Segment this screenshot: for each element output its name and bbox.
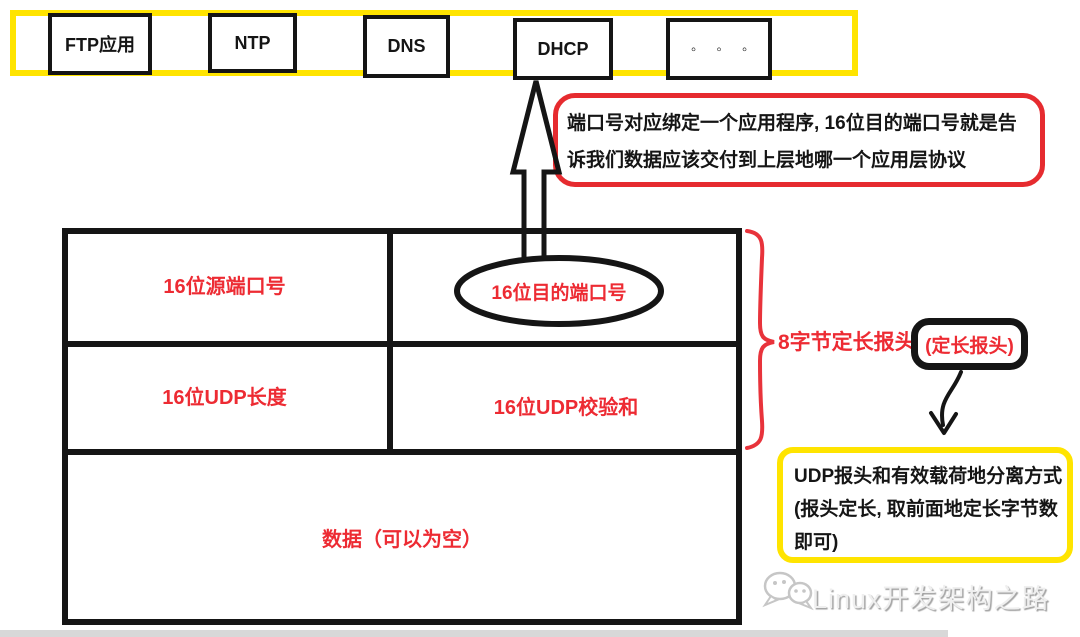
cell-udp-checksum: 16位UDP校验和 — [493, 396, 639, 419]
port-binding-note-line1: 端口号对应绑定一个应用程序, 16位目的端口号就是告 — [567, 113, 1017, 134]
udp-table-row-divider-2 — [62, 449, 742, 455]
badge-pointer-arrow — [940, 370, 963, 427]
cell-data-payload: 数据（可以为空） — [322, 528, 482, 551]
udp-table-row-divider-1 — [62, 341, 742, 347]
header-payload-separation-note: UDP报头和有效载荷地分离方式 (报头定长, 取前面地定长字节数 即可) — [777, 447, 1073, 563]
app-box-dhcp: DHCP — [513, 18, 613, 80]
watermark-text: Linux开发架构之路 — [812, 584, 1050, 614]
app-box-ftp: FTP应用 — [48, 13, 152, 75]
app-box-dns: DNS — [363, 15, 450, 78]
app-box-dns-label: DNS — [387, 36, 426, 56]
separation-note-line2: (报头定长, 取前面地定长字节数 — [794, 499, 1058, 520]
fixed-header-brace-label: 8字节定长报头 — [778, 331, 916, 354]
fixed-header-badge-label: (定长报头) — [925, 335, 1014, 357]
badge-pointer-arrowhead — [929, 411, 958, 435]
separation-note-line3: 即可) — [794, 532, 839, 553]
port-binding-note: 端口号对应绑定一个应用程序, 16位目的端口号就是告 诉我们数据应该交付到上层地… — [553, 93, 1045, 187]
ellipsis-dots: ◦ ◦ ◦ — [690, 40, 756, 58]
cell-udp-length: 16位UDP长度 — [162, 386, 287, 409]
fixed-header-badge: (定长报头) — [911, 318, 1028, 370]
port-binding-note-line2: 诉我们数据应该交付到上层地哪一个应用层协议 — [567, 150, 967, 171]
app-box-ntp-label: NTP — [234, 32, 271, 53]
app-box-ntp: NTP — [208, 13, 297, 73]
cell-source-port: 16位源端口号 — [163, 275, 286, 298]
app-box-ellipsis: ◦ ◦ ◦ — [666, 18, 772, 80]
app-box-dhcp-label: DHCP — [537, 38, 589, 59]
wechat-icon — [762, 571, 814, 611]
udp-header-table — [62, 228, 742, 625]
header-brace — [745, 229, 775, 450]
bottom-gray-strip — [0, 630, 948, 637]
separation-note-line1: UDP报头和有效载荷地分离方式 — [794, 466, 1063, 487]
cell-destination-port: 16位目的端口号 — [491, 282, 627, 304]
app-box-ftp-label: FTP应用 — [65, 35, 135, 55]
